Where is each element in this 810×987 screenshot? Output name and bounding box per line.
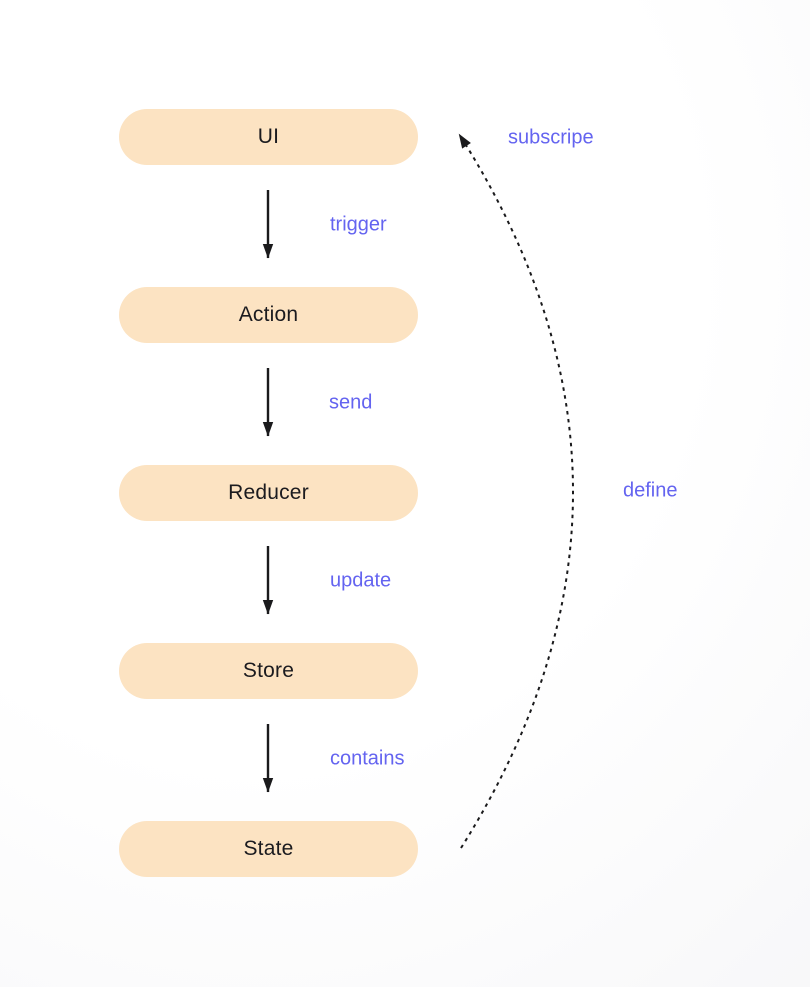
node-ui: UI xyxy=(119,109,418,165)
edge-label-subscripe: subscripe xyxy=(508,126,594,149)
node-state: State xyxy=(119,821,418,877)
edge-label-define: define xyxy=(623,479,678,502)
feedback-arrow-state-to-ui xyxy=(458,133,574,849)
node-store-label: Store xyxy=(242,659,295,682)
node-reducer-label: Reducer xyxy=(228,481,309,504)
node-action: Action xyxy=(119,287,418,343)
edge-label-send: send xyxy=(329,391,373,414)
node-action-label: Action xyxy=(238,303,299,326)
edge-label-update: update xyxy=(330,569,392,592)
node-state-label: State xyxy=(243,837,294,860)
edge-label-contains: contains xyxy=(330,747,405,770)
node-ui-label: UI xyxy=(257,125,280,148)
node-reducer: Reducer xyxy=(119,465,418,521)
edge-label-trigger: trigger xyxy=(330,213,387,236)
node-store: Store xyxy=(119,643,418,699)
